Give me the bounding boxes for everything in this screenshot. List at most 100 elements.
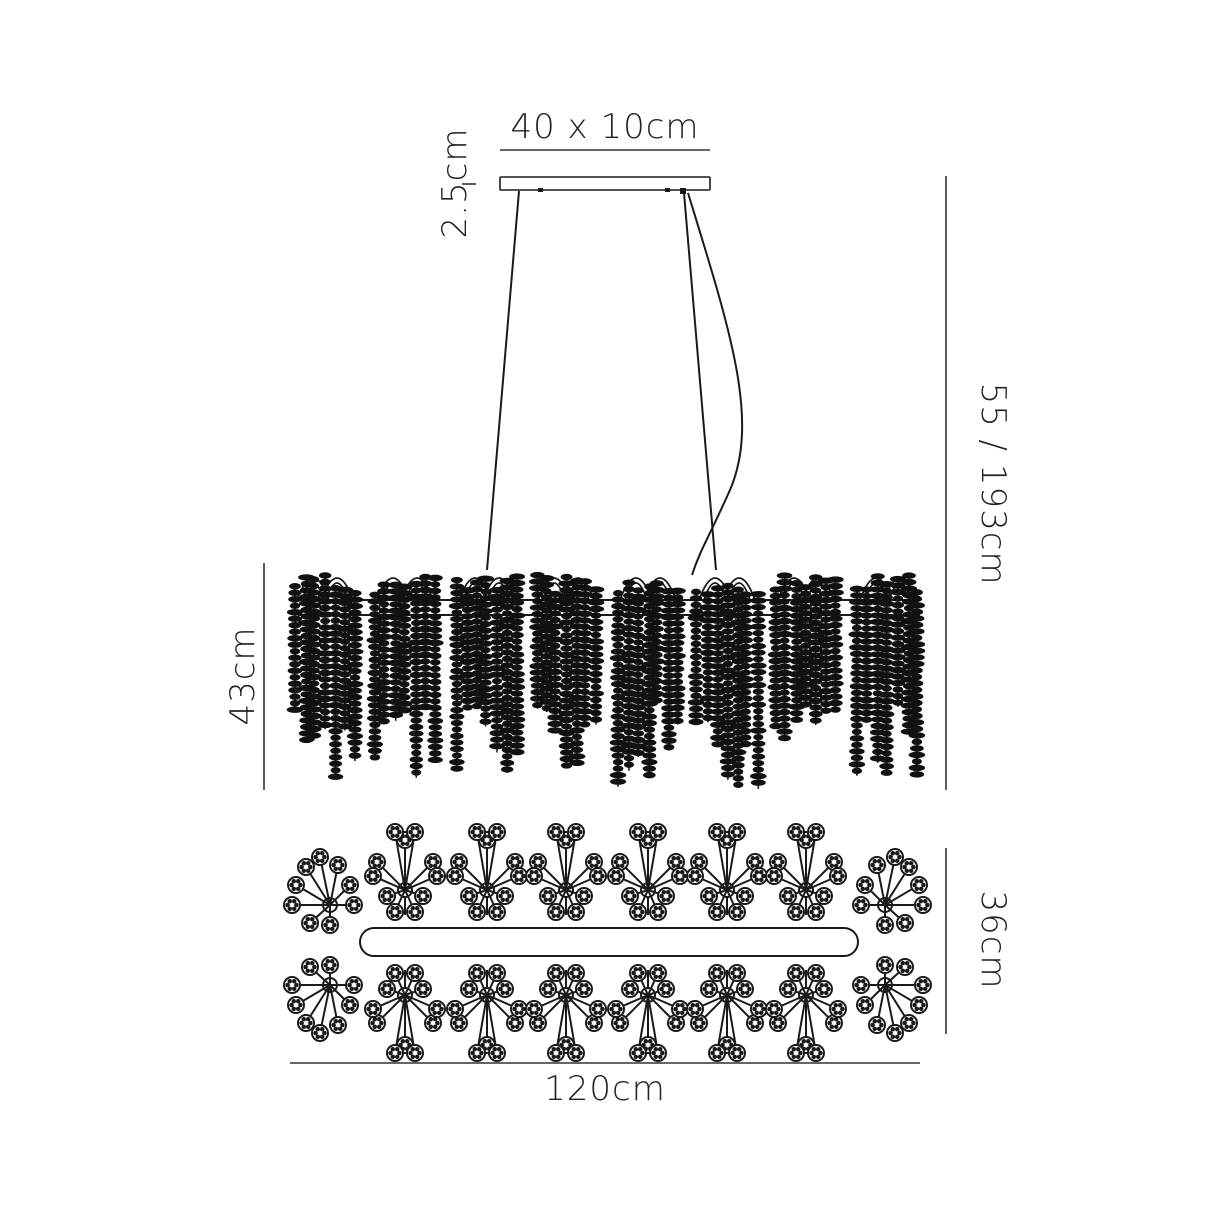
crystal-strand bbox=[699, 591, 717, 723]
crystal-flower bbox=[886, 848, 904, 866]
chandelier-side-elevation bbox=[286, 571, 926, 789]
crystal-flower bbox=[386, 964, 404, 982]
crystal-flower bbox=[629, 964, 647, 982]
crystal-flower bbox=[547, 1044, 565, 1062]
chandelier-plan-view bbox=[283, 823, 932, 1062]
crystal-flower bbox=[708, 823, 726, 841]
crystal-flower bbox=[341, 996, 359, 1014]
depth-label: 36cm bbox=[973, 890, 1013, 989]
crystal-flower bbox=[829, 867, 847, 885]
crystal-strand bbox=[797, 584, 815, 708]
crystal-flower bbox=[779, 887, 797, 905]
crystal-flower bbox=[414, 980, 432, 998]
crystal-flower bbox=[378, 980, 396, 998]
crystal-flower bbox=[667, 1014, 685, 1032]
crystal-flower bbox=[488, 823, 506, 841]
crystal-flower bbox=[311, 848, 329, 866]
crystal-flower bbox=[829, 1000, 847, 1018]
crystal-flower bbox=[468, 1044, 486, 1062]
crystal-flower bbox=[510, 1000, 528, 1018]
crystal-flower bbox=[856, 996, 874, 1014]
crystal-flower bbox=[621, 980, 639, 998]
crystal-strand bbox=[387, 581, 405, 721]
crystal-strand bbox=[620, 579, 638, 771]
crystal-flower bbox=[386, 823, 404, 841]
crystal-flower bbox=[876, 916, 894, 934]
crystal-flower bbox=[728, 1044, 746, 1062]
crystal-flower bbox=[406, 823, 424, 841]
crystal-strand bbox=[817, 577, 835, 714]
crystal-strand bbox=[286, 583, 304, 713]
crystal-flower bbox=[765, 1000, 783, 1018]
crystal-flower bbox=[607, 1000, 625, 1018]
crystal-strand bbox=[889, 575, 907, 707]
crystal-flower bbox=[700, 887, 718, 905]
crystal-flower bbox=[496, 980, 514, 998]
crystal-strand bbox=[488, 586, 506, 753]
crystal-flower bbox=[787, 1044, 805, 1062]
crystal-flower bbox=[301, 958, 319, 976]
crystal-flower bbox=[657, 980, 675, 998]
crystal-flower bbox=[807, 903, 825, 921]
crystal-flower bbox=[779, 980, 797, 998]
depth-dimension: 36cm bbox=[945, 848, 1013, 1034]
crystal-flower bbox=[629, 823, 647, 841]
crystal-flower bbox=[547, 964, 565, 982]
ceiling-canopy bbox=[499, 176, 711, 194]
crystal-strand bbox=[375, 581, 393, 725]
crystal-flower bbox=[321, 916, 339, 934]
crystal-strand bbox=[807, 574, 825, 725]
crystal-flower bbox=[868, 1016, 886, 1034]
length-dimension: 120cm bbox=[290, 1062, 920, 1109]
crystal-flower bbox=[428, 867, 446, 885]
crystal-strand bbox=[316, 572, 334, 730]
crystal-strand bbox=[609, 589, 627, 787]
crystal-flower bbox=[900, 1014, 918, 1032]
crystal-flower bbox=[525, 1000, 543, 1018]
crystal-flower bbox=[910, 996, 928, 1014]
crystal-strand bbox=[749, 590, 767, 789]
crystal-flower bbox=[807, 964, 825, 982]
crystal-flower bbox=[364, 1000, 382, 1018]
crystal-flower bbox=[378, 887, 396, 905]
crystal-strand bbox=[477, 575, 495, 727]
crystal-flower bbox=[736, 980, 754, 998]
crystal-flower bbox=[671, 1000, 689, 1018]
crystal-flower bbox=[910, 876, 928, 894]
crystal-flower bbox=[460, 887, 478, 905]
crystal-flower bbox=[424, 853, 442, 871]
crystal-flower bbox=[657, 887, 675, 905]
crystal-flower bbox=[575, 887, 593, 905]
crystal-flower bbox=[787, 823, 805, 841]
length-label: 120cm bbox=[544, 1069, 666, 1109]
flower-cluster bbox=[694, 831, 760, 915]
crystal-flower bbox=[649, 1044, 667, 1062]
crystal-flower bbox=[468, 823, 486, 841]
crystal-strand bbox=[719, 582, 737, 780]
canopy-height-label: 2.5cm bbox=[435, 128, 475, 239]
crystal-flower bbox=[525, 867, 543, 885]
crystal-flower bbox=[510, 867, 528, 885]
crystal-flower bbox=[736, 887, 754, 905]
crystal-flower bbox=[446, 867, 464, 885]
crystal-flower bbox=[765, 867, 783, 885]
crystal-strand bbox=[858, 586, 875, 723]
crystal-flower bbox=[301, 914, 319, 932]
crystal-strand bbox=[546, 590, 564, 734]
crystal-strand bbox=[908, 589, 926, 778]
crystal-strand bbox=[776, 572, 793, 742]
crystal-flower bbox=[649, 903, 667, 921]
crystal-flower bbox=[368, 1014, 386, 1032]
crystal-strand bbox=[669, 587, 686, 725]
canopy-height-dimension: 2.5cm bbox=[435, 128, 476, 239]
crystal-flower bbox=[283, 976, 301, 994]
crystal-flower bbox=[547, 903, 565, 921]
crystal-flower bbox=[746, 1014, 764, 1032]
crystal-flower bbox=[406, 1044, 424, 1062]
crystal-flower bbox=[750, 1000, 768, 1018]
crystal-flower bbox=[567, 823, 585, 841]
crystal-flower bbox=[364, 867, 382, 885]
canopy-width-dimension: 40 x 10cm bbox=[500, 107, 710, 151]
crystal-flower bbox=[649, 964, 667, 982]
crystal-flower bbox=[607, 867, 625, 885]
